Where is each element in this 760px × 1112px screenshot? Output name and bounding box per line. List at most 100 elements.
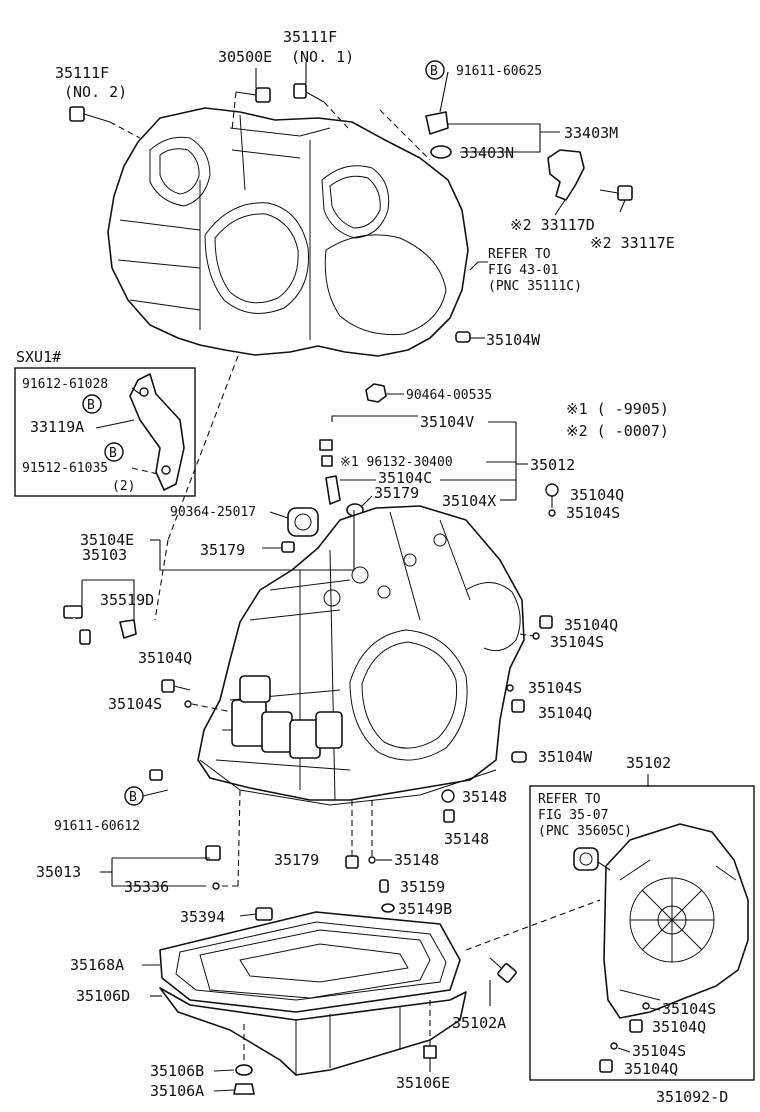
label-35336: 35336 bbox=[124, 878, 169, 896]
label-refer-fig35-3: (PNC 35605C) bbox=[538, 824, 632, 839]
label-91512-61035: 91512-61035 bbox=[22, 461, 108, 476]
label-35106d: 35106D bbox=[76, 987, 130, 1005]
badge-b-91611-60625: B bbox=[425, 60, 445, 80]
label-35179-b: 35179 bbox=[200, 541, 245, 559]
label-35104w-top: 35104W bbox=[486, 331, 541, 349]
svg-text:B: B bbox=[87, 398, 95, 413]
label-35159: 35159 bbox=[400, 878, 445, 896]
badge-b-91612: B bbox=[82, 394, 102, 414]
wire-harness-35103 bbox=[63, 605, 221, 861]
sxu1-inset-box bbox=[14, 367, 196, 497]
strainer-35159 bbox=[379, 879, 389, 893]
label-35111f-no2: 35111F bbox=[55, 64, 109, 82]
label-33117d: ※2 33117D bbox=[510, 216, 595, 234]
label-30500e: 30500E bbox=[218, 48, 272, 66]
label-33117e: ※2 33117E bbox=[590, 234, 675, 252]
label-35102: 35102 bbox=[626, 754, 671, 772]
ring-35148-c bbox=[368, 856, 376, 864]
label-refer-fig35-2: FIG 35-07 bbox=[538, 808, 608, 823]
label-35104x: 35104X bbox=[442, 492, 496, 510]
plug-35148-b bbox=[443, 809, 455, 823]
bolt-35104q-b bbox=[161, 679, 191, 693]
inset-35102-box bbox=[529, 785, 755, 1081]
label-35148-c: 35148 bbox=[394, 851, 439, 869]
label-refer-fig35-1: REFER TO bbox=[538, 792, 601, 807]
svg-text:B: B bbox=[109, 446, 117, 461]
bolt-35102a bbox=[489, 957, 517, 983]
label-91611-60625: 91611-60625 bbox=[456, 64, 542, 79]
label-35104q-d: 35104Q bbox=[538, 704, 592, 722]
transaxle-housing bbox=[107, 107, 469, 357]
bushing-in-cover bbox=[573, 847, 599, 871]
label-91612-61028: 91612-61028 bbox=[22, 377, 108, 392]
clamp-35519d bbox=[119, 619, 137, 639]
bolt-35104q-a bbox=[545, 483, 559, 508]
top-leaders bbox=[109, 62, 626, 343]
label-35104s-a: 35104S bbox=[566, 504, 620, 522]
gasket-35148-a bbox=[441, 789, 455, 803]
svg-text:B: B bbox=[129, 790, 137, 805]
label-35103: 35103 bbox=[82, 546, 127, 564]
label-33403m: 33403M bbox=[564, 124, 618, 142]
bracket-33119a bbox=[129, 373, 185, 491]
bolt-35104q-e bbox=[629, 1019, 643, 1033]
label-33119a: 33119A bbox=[30, 418, 84, 436]
label-35104s-d: 35104S bbox=[528, 679, 582, 697]
label-35106a: 35106A bbox=[150, 1082, 204, 1100]
label-35013: 35013 bbox=[36, 863, 81, 881]
svg-text:B: B bbox=[430, 64, 438, 79]
gasket-35149b bbox=[381, 903, 395, 913]
oil-pan-gasket-35168a bbox=[159, 911, 461, 1013]
label-91512-sub: (2) bbox=[112, 479, 135, 494]
label-35104q-c: 35104Q bbox=[564, 616, 618, 634]
label-35104s-f: 35104S bbox=[632, 1042, 686, 1060]
label-35104q-a: 35104Q bbox=[570, 486, 624, 504]
label-35179-a: 35179 bbox=[374, 484, 419, 502]
label-35104c: 35104C bbox=[378, 469, 432, 487]
bolt-90464-00535 bbox=[365, 383, 387, 403]
label-96132-30400: ※1 96132-30400 bbox=[340, 455, 453, 470]
label-35104q-b: 35104Q bbox=[138, 649, 192, 667]
label-35104q-e: 35104Q bbox=[652, 1018, 706, 1036]
label-35394: 35394 bbox=[180, 908, 225, 926]
bolt-35111f-no1 bbox=[293, 83, 325, 103]
label-90364-25017: 90364-25017 bbox=[170, 505, 256, 520]
label-35104s-e: 35104S bbox=[662, 1000, 716, 1018]
badge-b-91512: B bbox=[104, 442, 124, 462]
legend-2: ※2 ( -0007) bbox=[566, 422, 669, 440]
drain-plug-35106a bbox=[233, 1083, 255, 1095]
bolt-30500e bbox=[235, 87, 271, 103]
bolt-35111f-no2 bbox=[69, 106, 111, 123]
transaxle-case bbox=[197, 505, 525, 806]
bolt-35104q-d bbox=[511, 699, 525, 713]
label-90464-00535: 90464-00535 bbox=[406, 388, 492, 403]
speed-sensor-parts bbox=[425, 111, 633, 201]
badge-b-91611-60612: B bbox=[124, 786, 144, 806]
label-35104s-c: 35104S bbox=[550, 633, 604, 651]
label-refer-fig43-1: REFER TO bbox=[488, 247, 551, 262]
figure-number: 351092-D bbox=[656, 1088, 728, 1106]
label-refer-fig43-3: (PNC 35111C) bbox=[488, 279, 582, 294]
oil-tube-35104v bbox=[254, 364, 341, 505]
label-35104q-f: 35104Q bbox=[624, 1060, 678, 1078]
bushing-90364-25017 bbox=[287, 507, 319, 537]
label-35104s-b: 35104S bbox=[108, 695, 162, 713]
side-cover-35102 bbox=[603, 823, 749, 1019]
label-33403n: 33403N bbox=[460, 144, 514, 162]
plug-35104w-mid bbox=[511, 751, 527, 763]
label-35168a: 35168A bbox=[70, 956, 124, 974]
label-35102a: 35102A bbox=[452, 1014, 506, 1032]
label-91611-60612: 91611-60612 bbox=[54, 819, 140, 834]
label-sxu1: SXU1# bbox=[16, 348, 61, 366]
label-35104e: 35104E bbox=[80, 531, 134, 549]
label-35148-b: 35148 bbox=[444, 830, 489, 848]
label-35179-c: 35179 bbox=[274, 851, 319, 869]
label-35111f-no2-sub: (NO. 2) bbox=[64, 83, 127, 101]
bolt-35106e bbox=[423, 1045, 437, 1059]
plug-35179-b bbox=[281, 541, 295, 553]
label-refer-fig43-2: FIG 43-01 bbox=[488, 263, 558, 278]
label-35106b: 35106B bbox=[150, 1062, 204, 1080]
label-35519d: 35519D bbox=[100, 591, 154, 609]
magnet-35394 bbox=[255, 907, 273, 921]
